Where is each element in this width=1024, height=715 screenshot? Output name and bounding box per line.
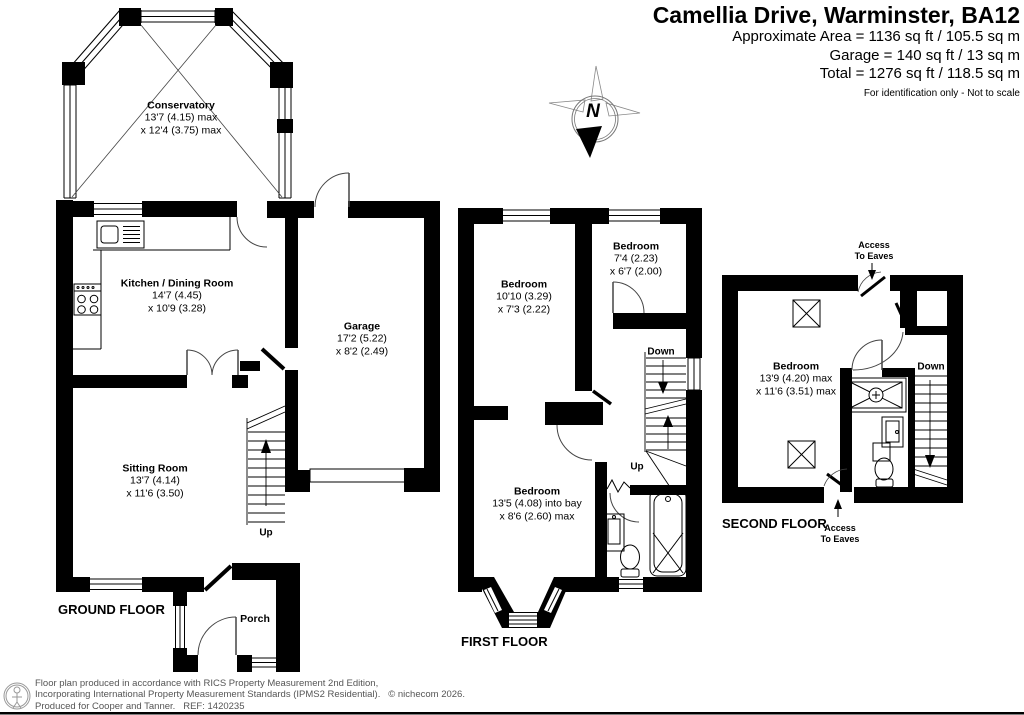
bath (649, 489, 687, 577)
approximate-area: Approximate Area = 1136 sq ft / 105.5 sq… (732, 28, 1020, 46)
total-area: Total = 1276 sq ft / 118.5 sq m (819, 65, 1020, 83)
disclaimer: For identification only - Not to scale (863, 88, 1020, 100)
room-label-conservatory: Conservatory 13'7 (4.15) max x 12'4 (3.7… (140, 99, 222, 137)
garage-area: Garage = 140 sq ft / 13 sq m (829, 46, 1020, 64)
kitchen-hob (73, 283, 102, 316)
conservatory-structure (62, 8, 293, 199)
room-label-garage: Garage 17'2 (5.22) x 8'2 (2.49) (335, 320, 389, 358)
bay-window-walls (476, 577, 572, 628)
second-floor-label: SECOND FLOOR (722, 516, 827, 531)
footer-line1: Floor plan produced in accordance with R… (35, 678, 379, 689)
page-title: Camellia Drive, Warminster, BA12 (652, 2, 1020, 28)
ground-floor-label: GROUND FLOOR (58, 602, 165, 617)
eaves-access-label-top: Access To Eaves (854, 240, 894, 261)
stairs-up-label-first: Up (630, 461, 644, 473)
skylights (787, 299, 821, 469)
wall-break-symbol (606, 478, 631, 494)
first-floor-label: FIRST FLOOR (461, 634, 548, 649)
room-label-porch: Porch (240, 612, 270, 625)
eaves-arrows (834, 263, 876, 517)
footer-line3: Produced for Cooper and Tanner. REF: 142… (35, 700, 245, 712)
eaves-door-leaves (826, 275, 908, 493)
bathroom-fixtures (603, 489, 687, 578)
stairs-down-label-first: Down (647, 346, 675, 358)
shower (845, 377, 907, 413)
kitchen-sink (96, 220, 145, 249)
room-label-bedroom-bay: Bedroom 13'5 (4.08) into bay x 8'6 (2.60… (492, 485, 582, 523)
room-label-sitting-room: Sitting Room 13'7 (4.14) x 11'6 (3.50) (122, 462, 188, 500)
second-floor-plan (722, 263, 963, 517)
room-label-bedroom-small: Bedroom 7'4 (2.23) x 6'7 (2.00) (609, 240, 663, 278)
compass-north-icon (548, 65, 641, 158)
shower-room-fixtures (872, 416, 904, 488)
toilet (874, 457, 894, 481)
stairs-up-label-ground: Up (259, 527, 273, 539)
footer-line2: Incorporating International Property Mea… (35, 689, 465, 701)
second-doors (823, 271, 904, 487)
room-label-bedroom-front: Bedroom 10'10 (3.29) x 7'3 (2.22) (496, 278, 552, 316)
room-label-bedroom-second: Bedroom 13'9 (4.20) max x 11'6 (3.51) ma… (755, 360, 837, 398)
toilet (620, 544, 640, 570)
footer: Floor plan produced in accordance with R… (35, 678, 465, 712)
ground-floor-plan (56, 8, 440, 672)
bottom-rule (0, 712, 1024, 715)
sink (603, 513, 625, 552)
stairs-down-label-second: Down (917, 361, 945, 373)
garage-door (309, 468, 406, 483)
first-floor-plan (458, 208, 702, 628)
ground-staircase (246, 405, 286, 525)
open-door-leaves (203, 347, 286, 592)
person-scale-icon (3, 682, 31, 710)
first-staircase (644, 352, 687, 488)
header: Camellia Drive, Warminster, BA12 Approxi… (653, 2, 1020, 99)
eaves-access-label-bottom: Access To Eaves (820, 523, 860, 544)
sink (881, 416, 904, 448)
compass-north-label: N (586, 101, 600, 122)
conservatory-roof-lines (71, 24, 283, 198)
second-staircase (909, 375, 948, 486)
ground-doors (186, 172, 350, 656)
room-label-kitchen: Kitchen / Dining Room 14'7 (4.45) x 10'9… (120, 277, 234, 315)
first-doors (556, 281, 645, 523)
